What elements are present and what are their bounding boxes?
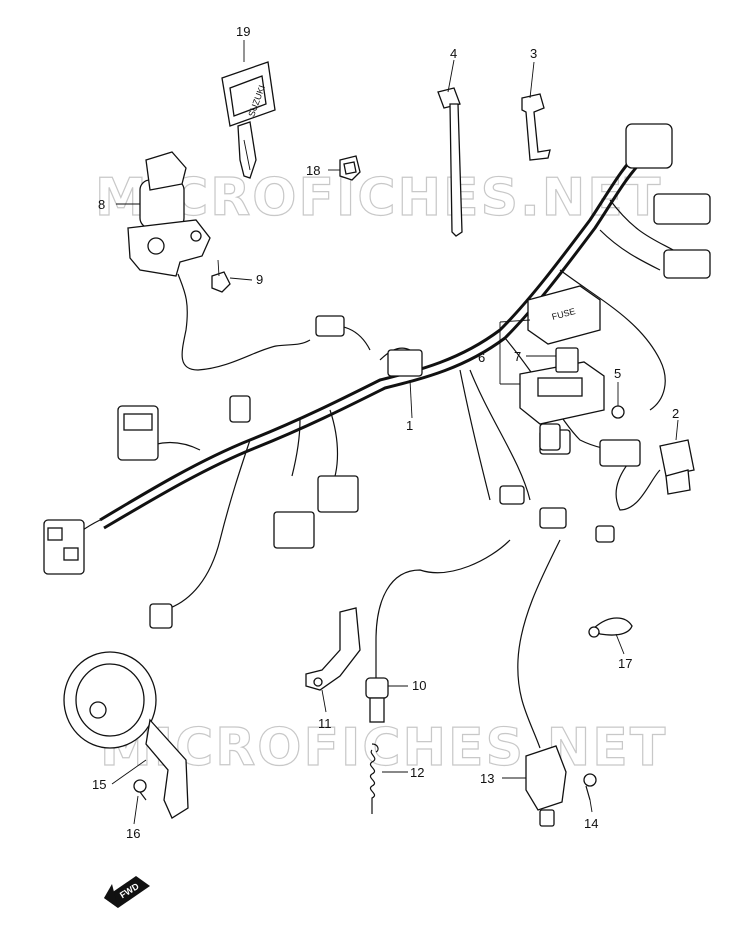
callout-13: 13 <box>480 771 494 786</box>
callout-16: 16 <box>126 826 140 841</box>
callout-18: 18 <box>306 163 320 178</box>
switch-bracket <box>305 607 361 691</box>
wire-clamp <box>521 93 551 161</box>
callout-7: 7 <box>514 349 521 364</box>
side-stand-switch <box>525 745 567 827</box>
watermark-top: MICROFICHES.NET <box>95 168 662 228</box>
callout-15: 15 <box>92 777 106 792</box>
horn-bolt <box>133 779 147 801</box>
callout-9: 9 <box>256 272 263 287</box>
callout-17: 17 <box>618 656 632 671</box>
rear-brake-switch <box>365 677 389 723</box>
ignition-switch <box>127 151 311 371</box>
horn <box>63 651 189 819</box>
callout-2: 2 <box>672 406 679 421</box>
callout-3: 3 <box>530 46 537 61</box>
callout-11: 11 <box>318 716 332 731</box>
wire-clip <box>588 617 633 638</box>
fuse <box>555 347 579 373</box>
switch-spring <box>369 743 379 814</box>
callout-10: 10 <box>412 678 426 693</box>
ignition-key: SUZUKI <box>221 61 276 179</box>
callout-5: 5 <box>614 366 621 381</box>
callout-1: 1 <box>406 418 413 433</box>
forward-direction-arrow: FWD <box>104 876 150 908</box>
callout-8: 8 <box>98 197 105 212</box>
fuse-box: FUSE <box>519 285 605 451</box>
callout-12: 12 <box>410 765 424 780</box>
callout-4: 4 <box>450 46 457 61</box>
callout-6: 6 <box>478 350 485 365</box>
harness-connectors <box>43 123 711 629</box>
fuse-box-screw <box>611 405 625 419</box>
switch-bolt-lower <box>583 773 597 801</box>
harness-clip <box>339 155 361 181</box>
callout-19: 19 <box>236 24 250 39</box>
relay-connector <box>659 439 695 495</box>
watermark-bottom: MICROFICHES.NET <box>100 718 667 778</box>
callout-14: 14 <box>584 816 598 831</box>
switch-bolt <box>211 259 231 293</box>
leader-lines <box>111 40 679 825</box>
cable-tie <box>437 87 463 237</box>
